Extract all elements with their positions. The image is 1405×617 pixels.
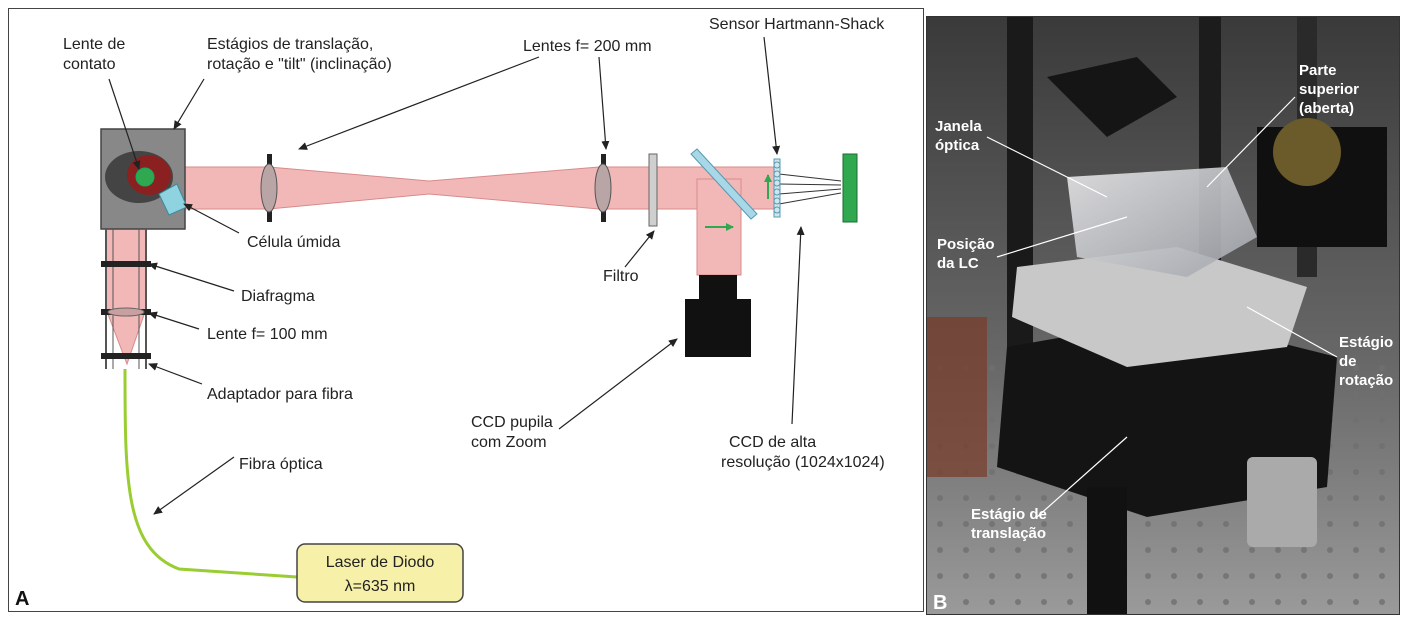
optical-setup-diagram: Laser de Diodo λ=635 nm: [15, 16, 885, 610]
lens-200mm-right: [594, 154, 612, 222]
label-parte-1: Parte: [1299, 62, 1337, 79]
laser-wavelength: λ=635 nm: [345, 578, 416, 595]
label-rotacao-2: de: [1339, 353, 1357, 370]
label-posicao-1: Posição: [937, 236, 995, 253]
label-parte-2: superior: [1299, 81, 1359, 98]
label-lentes-200: Lentes f= 200 mm: [523, 38, 652, 55]
panel-b-photo: Janela óptica Parte superior (aberta) Po…: [926, 16, 1400, 615]
photo-illustration: Janela óptica Parte superior (aberta) Po…: [927, 17, 1399, 614]
hartmann-shack-sensor: [764, 158, 781, 218]
wet-cell: [1067, 167, 1257, 277]
mount-top: [1047, 57, 1177, 137]
label-fibra: Fibra óptica: [239, 456, 323, 473]
label-janela-2: óptica: [935, 137, 980, 154]
laser-diode-box: Laser de Diodo λ=635 nm: [296, 543, 464, 603]
label-lente-100: Lente f= 100 mm: [207, 326, 328, 343]
brass-ring: [1273, 118, 1341, 186]
label-estagios-2: rotação e "tilt" (inclinação): [207, 56, 392, 73]
filter: [648, 153, 658, 227]
label-rotacao-1: Estágio: [1339, 334, 1393, 351]
translation-stage: [100, 128, 188, 230]
label-ccd-alta-2: resolução (1024x1024): [721, 454, 885, 471]
translation-rail: [1087, 487, 1127, 614]
label-translacao-1: Estágio de: [971, 506, 1047, 523]
label-posicao-2: da LC: [937, 255, 979, 272]
label-ccd-alta-1: CCD de alta: [729, 434, 816, 451]
aluminum-plate: [1012, 247, 1307, 367]
fiber-adapter-column: [101, 229, 151, 369]
label-diafragma: Diafragma: [241, 288, 315, 305]
label-lente-contato-2: contato: [63, 56, 116, 73]
panel-letter-a: A: [15, 588, 29, 610]
label-parte-3: (aberta): [1299, 100, 1354, 117]
lens-200mm-left: [260, 154, 278, 222]
optical-fiber: [123, 368, 298, 579]
label-rotacao-3: rotação: [1339, 372, 1393, 389]
red-object: [927, 317, 987, 477]
label-sensor-hs: Sensor Hartmann-Shack: [709, 16, 885, 33]
annotation-arrows: [108, 36, 805, 515]
label-ccd-pupila-2: com Zoom: [471, 434, 547, 451]
label-ccd-pupila-1: CCD pupila: [471, 414, 553, 431]
photo-annotation-lines: [986, 96, 1338, 518]
label-filtro: Filtro: [603, 268, 639, 285]
label-estagios-1: Estágios de translação,: [207, 36, 373, 53]
label-adaptador: Adaptador para fibra: [207, 386, 353, 403]
pupil-ccd-camera: [685, 223, 751, 357]
label-celula-umida: Célula úmida: [247, 234, 340, 251]
beam-splitter: [690, 148, 758, 220]
label-translacao-2: translação: [971, 525, 1046, 542]
label-lente-contato-1: Lente de: [63, 36, 125, 53]
panel-letter-b: B: [933, 592, 947, 614]
label-janela-1: Janela: [935, 118, 982, 135]
panel-a-schematic: Laser de Diodo λ=635 nm: [8, 8, 924, 612]
laser-name: Laser de Diodo: [326, 554, 435, 571]
high-res-ccd: [842, 153, 858, 223]
schematic-labels: Lente de contato Estágios de translação,…: [63, 16, 885, 473]
metal-cylinder: [1247, 457, 1317, 547]
